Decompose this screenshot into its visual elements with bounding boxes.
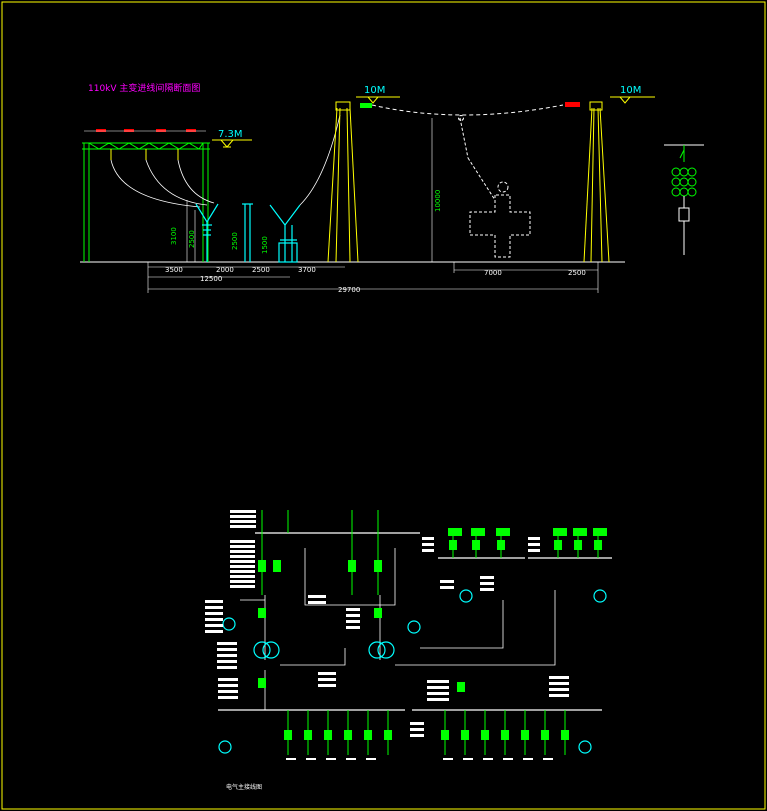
dim-29700: 29700: [338, 286, 360, 294]
dim-3700: 3700: [298, 266, 316, 274]
dim-2500-a: 2500: [188, 230, 196, 248]
middle-mast: [327, 101, 359, 263]
height-marker-left: 7.3M: [212, 129, 252, 148]
height-marker-right: 10M: [610, 85, 655, 104]
equipment-cluster: [195, 203, 301, 263]
sld-connections: [240, 548, 556, 710]
dim-7000: 7000: [484, 269, 502, 277]
dim-1500: 1500: [261, 236, 269, 254]
tower-disconnector: [458, 115, 531, 258]
dimension-lines: [147, 118, 599, 293]
height-label-right: 10M: [620, 85, 641, 96]
dim-2500-c: 2500: [252, 266, 270, 274]
dim-2500-d: 2500: [568, 269, 586, 277]
span-conductor: [371, 104, 564, 116]
sld-transformers: [218, 589, 607, 754]
dim-12500: 12500: [200, 275, 222, 283]
sld-breakers: [258, 528, 607, 740]
height-marker-mid: 10M: [356, 85, 400, 104]
span-insulator-left: [360, 103, 372, 108]
dim-3100: 3100: [170, 227, 178, 245]
bay-single-line: [664, 144, 704, 255]
flexible-conductors: [110, 159, 215, 208]
gantry-drops: [110, 149, 179, 160]
drop-to-mast: [299, 114, 341, 206]
right-mast: [583, 101, 610, 263]
sld-caption: 电气主接线图: [226, 783, 262, 791]
dim-10000: 10000: [434, 190, 442, 212]
left-gantry: [82, 142, 210, 262]
span-insulator-right: [565, 102, 580, 107]
height-label-left: 7.3M: [218, 129, 243, 140]
dim-2000: 2000: [216, 266, 234, 274]
sld-feeders: [261, 510, 599, 755]
dim-3500: 3500: [165, 266, 183, 274]
section-view: 110kV 主变进线间隔断面图: [80, 82, 704, 294]
section-title: 110kV 主变进线间隔断面图: [88, 82, 200, 94]
dim-2500-b: 2500: [231, 232, 239, 250]
single-line-diagram: 电气主接线图: [205, 510, 612, 791]
sld-note-blocks: [205, 510, 569, 760]
gantry-insulators: [96, 129, 196, 132]
height-label-mid: 10M: [364, 85, 385, 96]
